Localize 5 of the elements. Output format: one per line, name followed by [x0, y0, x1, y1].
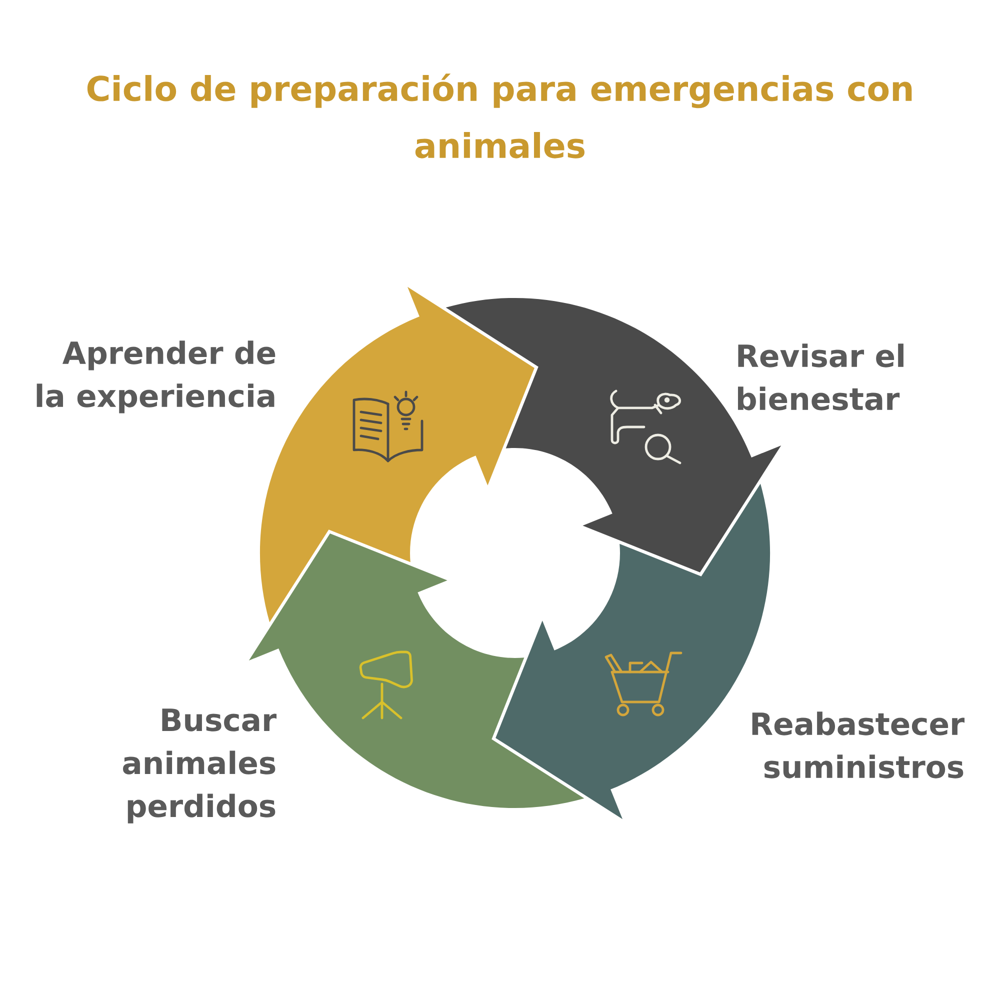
step-label: Aprender de la experiencia — [36, 340, 276, 414]
step-label: Revisar el bienestar — [738, 344, 904, 410]
title: Ciclo de preparación para emergencias con animales — [87, 74, 912, 158]
step-label: Reabastecer suministros — [752, 712, 964, 778]
step-label: Buscar animales perdidos — [123, 708, 276, 824]
